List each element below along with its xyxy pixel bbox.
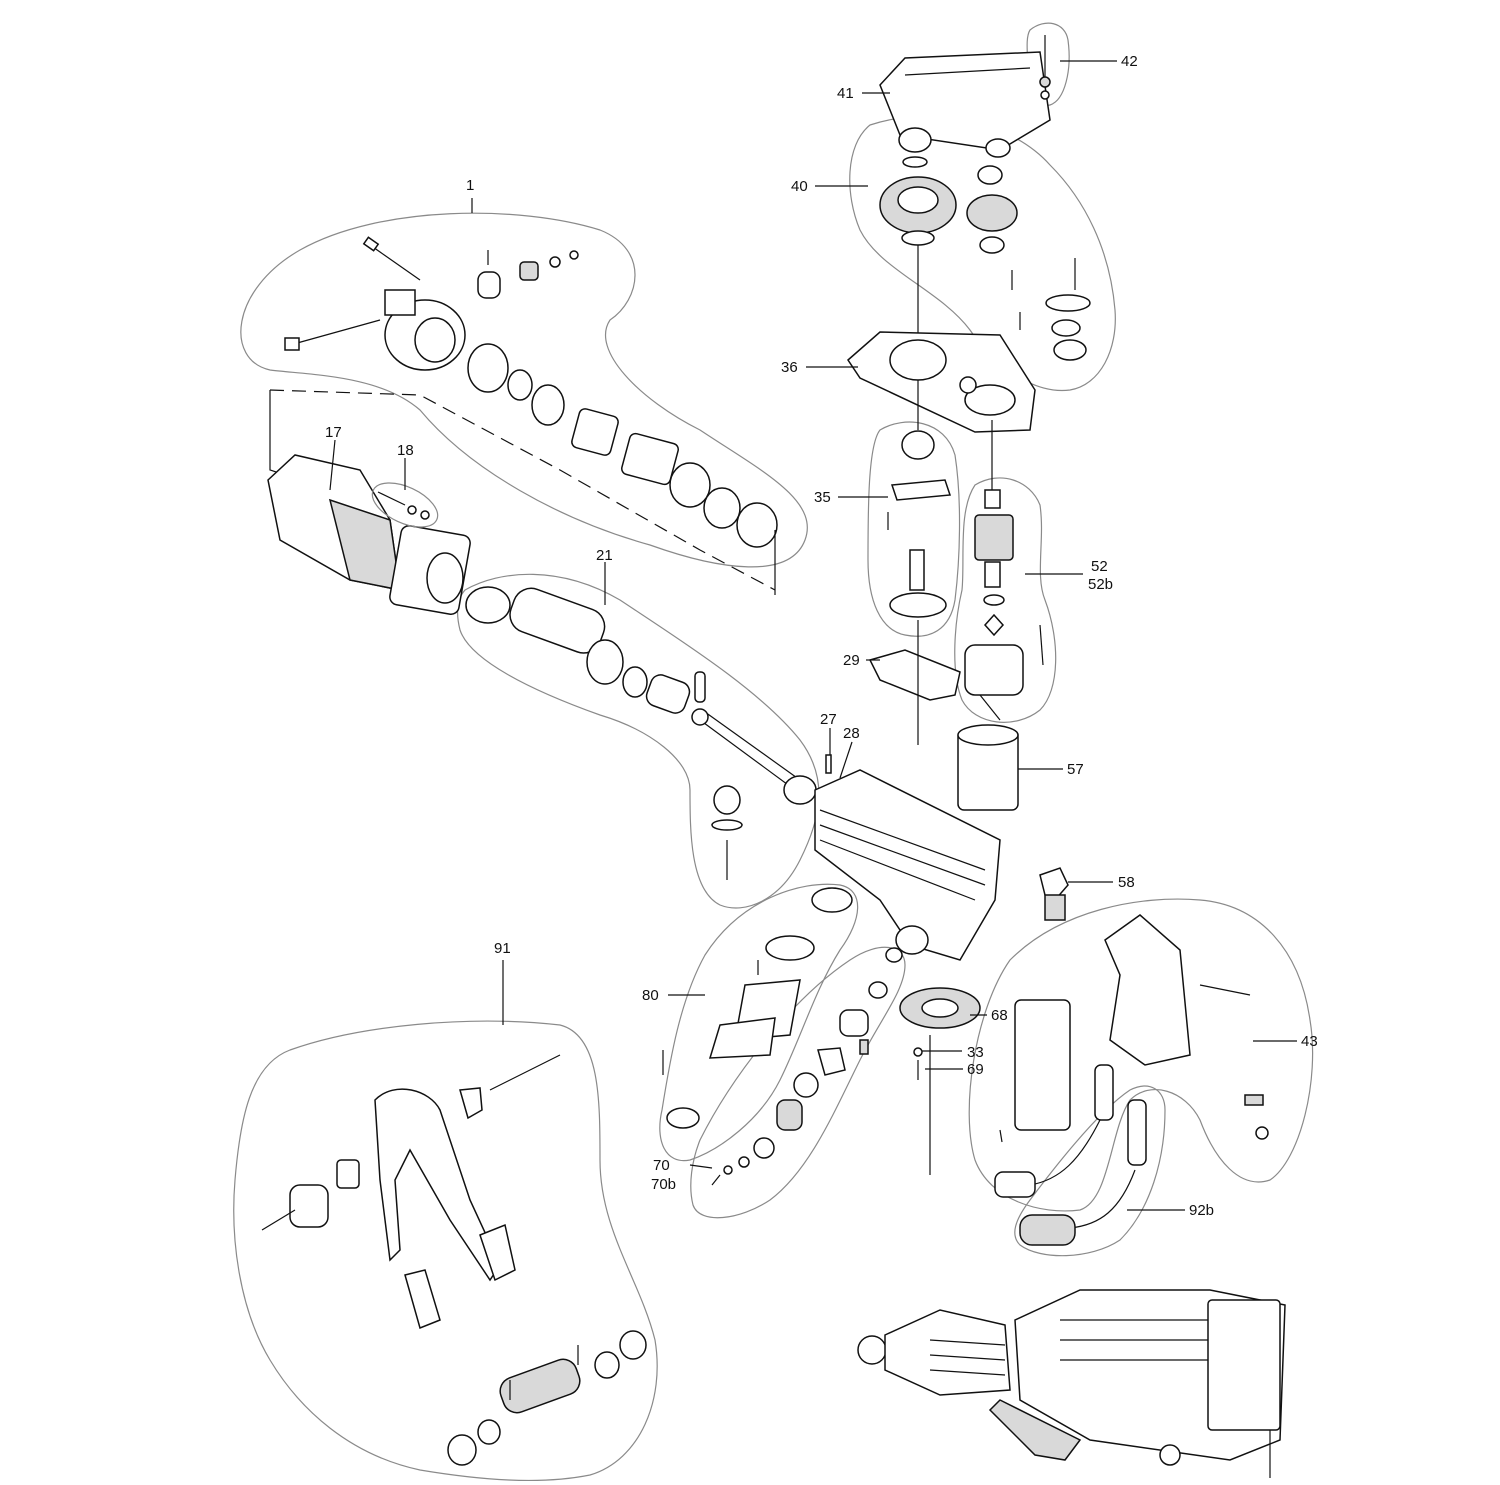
callout-28: 28 — [843, 725, 860, 742]
callout-35: 35 — [814, 489, 831, 506]
group-outline-91 — [233, 1020, 658, 1482]
callout-58: 58 — [1118, 874, 1135, 891]
part-29-art — [868, 649, 961, 701]
part-70-art — [711, 947, 903, 1186]
group-outline-80 — [659, 883, 859, 1162]
callout-29: 29 — [843, 652, 860, 669]
part-43-art — [994, 914, 1269, 1198]
part-68-art — [899, 987, 981, 1175]
part-58-art — [1039, 867, 1069, 921]
callout-21: 21 — [596, 547, 613, 564]
leader-28 — [839, 741, 853, 779]
group-outlines — [233, 22, 1314, 1482]
part-21-art — [465, 586, 817, 880]
callout-43: 43 — [1301, 1033, 1318, 1050]
callout-41: 41 — [837, 85, 854, 102]
part-28-art — [814, 754, 1001, 961]
callout-52: 52 — [1091, 558, 1108, 575]
callout-17: 17 — [325, 424, 342, 441]
part-57-art — [917, 620, 1019, 811]
group-outline-40 — [849, 115, 1116, 392]
part-group-1-art — [269, 236, 778, 595]
part-92b-art — [1019, 1099, 1147, 1246]
part-17-art — [267, 454, 471, 615]
leader-lines — [329, 60, 1297, 1211]
part-35-art — [887, 380, 952, 618]
callout-70b: 70b — [651, 1176, 676, 1193]
callout-92b: 92b — [1189, 1202, 1214, 1219]
callout-68: 68 — [991, 1007, 1008, 1024]
group-outline-52 — [954, 477, 1057, 723]
callout-52b: 52b — [1088, 576, 1113, 593]
callout-70: 70 — [653, 1157, 670, 1174]
leader-17 — [329, 439, 336, 491]
callout-18: 18 — [397, 442, 414, 459]
part-18-art — [371, 482, 439, 528]
part-42-art — [1039, 35, 1051, 100]
callout-91: 91 — [494, 940, 511, 957]
callout-57: 57 — [1067, 761, 1084, 778]
group-outline-35 — [867, 421, 961, 637]
parts — [261, 35, 1286, 1478]
part-80-art — [662, 887, 853, 1129]
callout-27: 27 — [820, 711, 837, 728]
part-40-art — [879, 127, 1091, 361]
callout-80: 80 — [642, 987, 659, 1004]
callout-labels: 1 17 18 21 27 28 29 33 35 36 40 41 42 43… — [325, 53, 1318, 1219]
group-outline-21 — [456, 573, 820, 909]
callout-1: 1 — [466, 177, 474, 194]
part-36-art — [847, 331, 1036, 433]
group-outline-43 — [968, 898, 1314, 1212]
part-52-art — [964, 420, 1044, 721]
callout-69: 69 — [967, 1061, 984, 1078]
assembled-tool-view — [857, 1289, 1286, 1478]
callout-40: 40 — [791, 178, 808, 195]
leader-70 — [689, 1164, 713, 1169]
part-91-art — [261, 1054, 647, 1466]
callout-42: 42 — [1121, 53, 1138, 70]
group-outline-1 — [240, 212, 808, 568]
callout-33: 33 — [967, 1044, 984, 1061]
callout-36: 36 — [781, 359, 798, 376]
